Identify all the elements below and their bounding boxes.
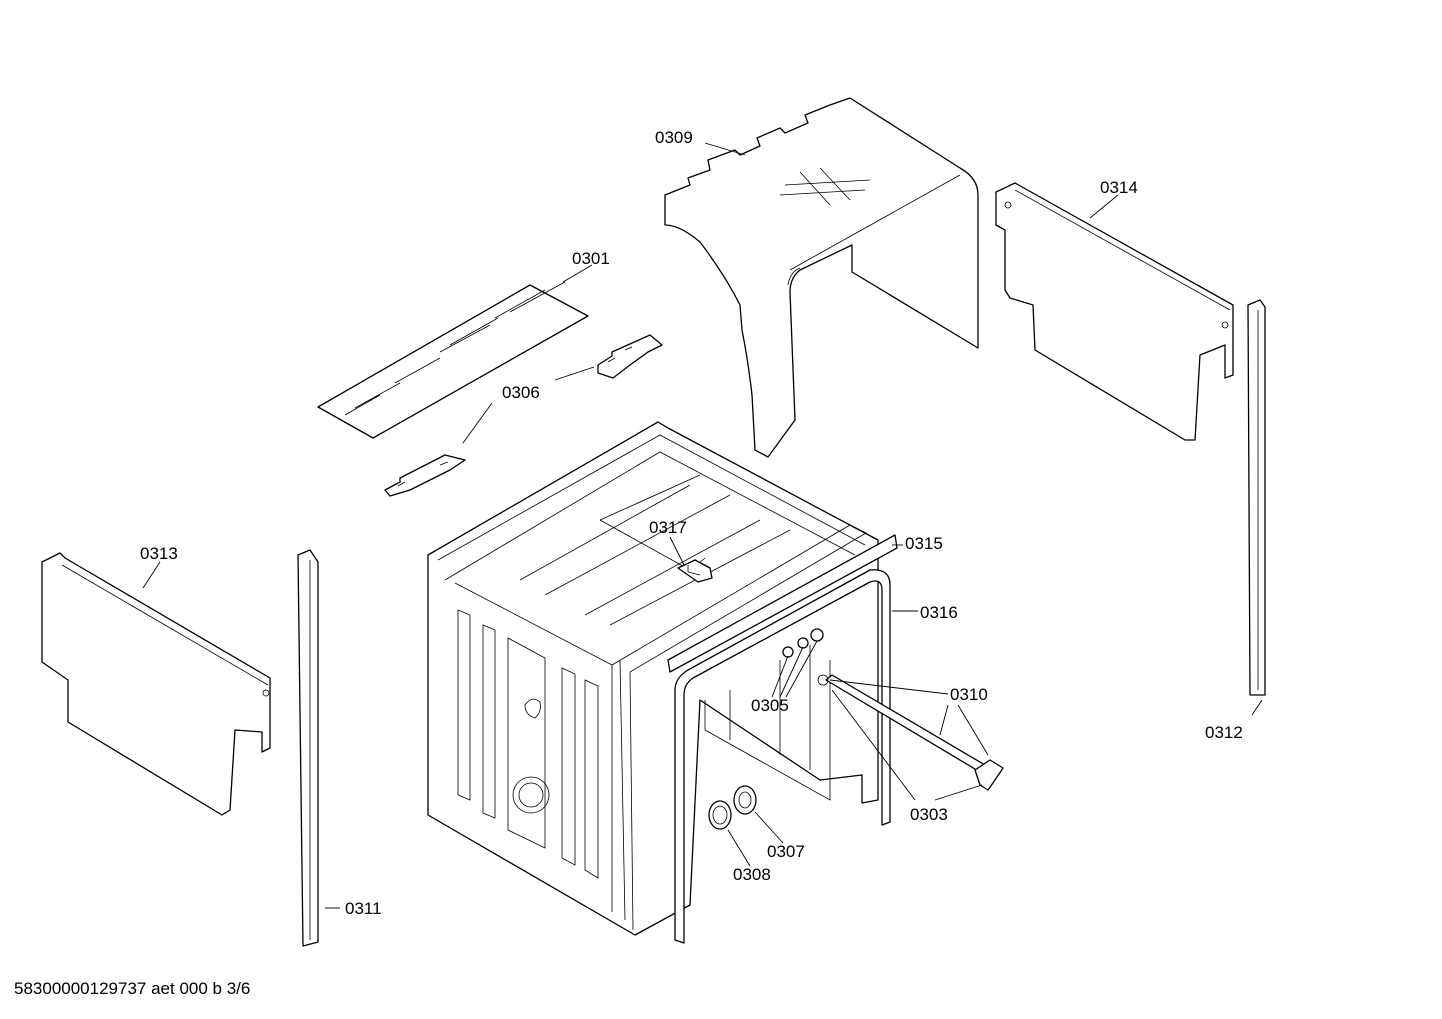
label-0308: 0308 bbox=[733, 865, 771, 884]
part-0309-top-cover[interactable] bbox=[664, 97, 979, 458]
label-0309: 0309 bbox=[655, 128, 693, 147]
label-0317: 0317 bbox=[649, 518, 687, 537]
part-0307-vent-cap[interactable] bbox=[733, 785, 757, 815]
drawing-reference-footer: 58300000129737 aet 000 b 3/6 bbox=[14, 979, 251, 998]
label-0316: 0316 bbox=[920, 603, 958, 622]
part-0313-side-panel-left[interactable] bbox=[41, 552, 271, 816]
part-0315-seal-strip[interactable] bbox=[667, 534, 898, 673]
part-0308-ring[interactable] bbox=[708, 800, 732, 830]
label-0313: 0313 bbox=[140, 544, 178, 563]
part-0314-side-panel-right[interactable] bbox=[995, 182, 1234, 441]
part-0301-heat-shield[interactable] bbox=[317, 281, 589, 439]
part-0306-bracket-upper[interactable] bbox=[597, 334, 663, 379]
part-tub-body[interactable] bbox=[427, 421, 879, 936]
part-0310-support-rail[interactable] bbox=[817, 674, 1004, 791]
label-0314: 0314 bbox=[1100, 178, 1138, 197]
label-0311: 0311 bbox=[345, 899, 382, 918]
label-0305: 0305 bbox=[751, 696, 789, 715]
leader-lines bbox=[142, 142, 1263, 909]
label-0315: 0315 bbox=[905, 534, 943, 553]
part-0312-trim-strip-right[interactable] bbox=[1247, 299, 1266, 696]
label-0307: 0307 bbox=[767, 842, 805, 861]
label-0310: 0310 bbox=[950, 685, 988, 704]
label-0301: 0301 bbox=[572, 249, 610, 268]
part-0311-trim-strip-left[interactable] bbox=[297, 549, 319, 947]
part-0316-door-gasket[interactable] bbox=[674, 569, 891, 944]
part-0317-clip[interactable] bbox=[677, 559, 713, 583]
part-labels: 0309 0314 0301 0306 0317 0315 0313 0316 … bbox=[140, 128, 1243, 918]
part-0306-bracket-lower[interactable] bbox=[384, 454, 466, 497]
label-0312: 0312 bbox=[1205, 723, 1243, 742]
label-0306: 0306 bbox=[502, 383, 540, 402]
label-0303: 0303 bbox=[910, 805, 948, 824]
